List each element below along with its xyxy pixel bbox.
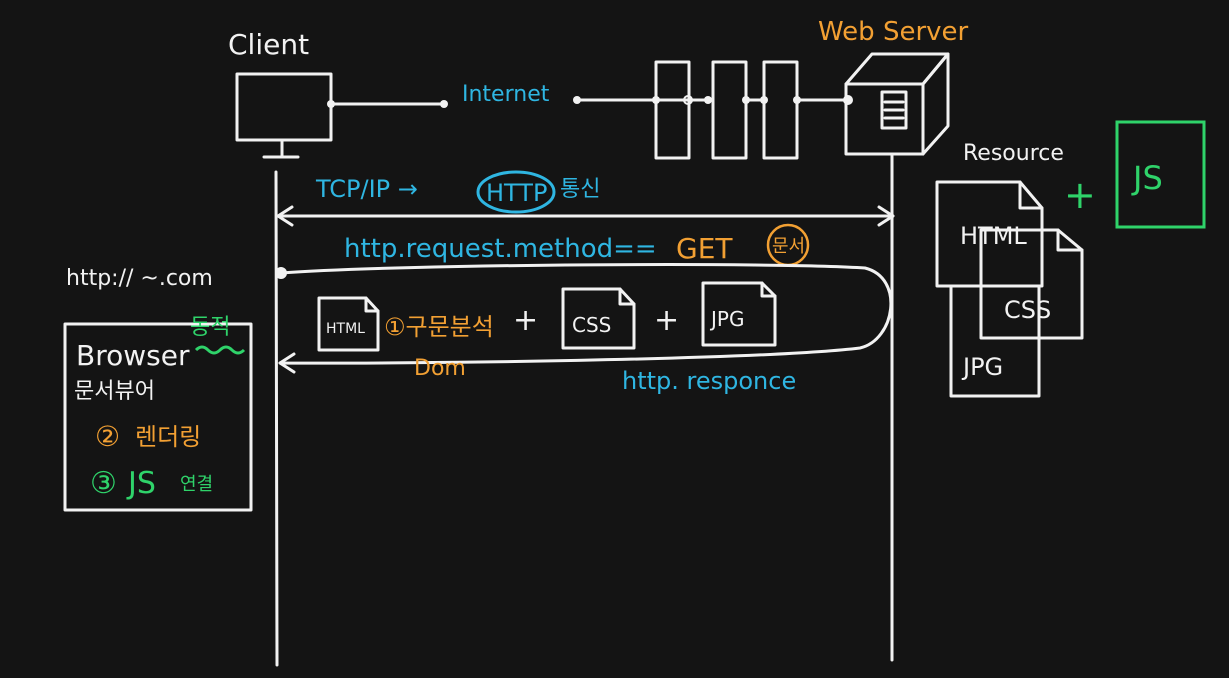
resource-html-file-icon [935, 180, 1044, 288]
resource-html-label: HTML [960, 222, 1027, 250]
resource-css-label: CSS [1004, 296, 1051, 324]
web-server-title: Web Server [818, 17, 969, 47]
plus-1: + [513, 303, 538, 338]
dom-label: Dom [414, 356, 466, 381]
resource-plus: + [1064, 173, 1096, 217]
resource-css-file-icon [979, 228, 1084, 340]
step3-label: 연결 [180, 474, 213, 495]
http-suffix-label: 통신 [560, 177, 600, 202]
jpg-file-icon [701, 281, 777, 347]
step2-label: 렌더링 [135, 423, 201, 451]
get-label: GET [676, 232, 733, 265]
dynamic-squiggle [194, 345, 246, 355]
tcp-ip-label: TCP/IP → [315, 175, 418, 203]
request-response-loop [275, 263, 893, 374]
resource-label: Resource [963, 141, 1064, 166]
js-box [1115, 120, 1206, 229]
client-lifeline [274, 170, 279, 667]
resource-jpg-label: JPG [961, 353, 1003, 381]
plus-2: + [654, 303, 679, 338]
html-file-label: HTML [326, 321, 365, 337]
html-file-icon [317, 296, 380, 352]
step2-number: ② [95, 420, 120, 453]
internet-connection-line [327, 96, 658, 108]
get-suffix-label: 문서 [772, 236, 805, 257]
http-circle [476, 170, 556, 214]
jpg-file-label: JPG [709, 307, 744, 331]
request-label: http.request.method== [344, 234, 657, 264]
browser-title: Browser [76, 339, 190, 372]
step3-js-label: JS [126, 466, 156, 501]
http-label: HTTP [486, 179, 547, 207]
router-icons [652, 60, 853, 160]
client-monitor-icon [235, 72, 333, 159]
js-box-label: JS [1131, 159, 1163, 197]
web-server-icon [844, 52, 950, 156]
browser-korean-label: 문서뷰어 [74, 379, 155, 404]
dynamic-label: 동적 [190, 315, 230, 340]
tcp-double-arrow [276, 205, 895, 227]
css-file-label: CSS [572, 313, 611, 337]
response-label: http. responce [622, 367, 796, 395]
css-file-icon [561, 287, 636, 350]
internet-label: Internet [462, 82, 550, 107]
step3-number: ③ [90, 466, 117, 501]
browser-box [63, 322, 253, 512]
url-label: http:// ~.com [66, 266, 213, 291]
client-title: Client [228, 28, 309, 61]
step1-label: ①구문분석 [384, 313, 494, 341]
